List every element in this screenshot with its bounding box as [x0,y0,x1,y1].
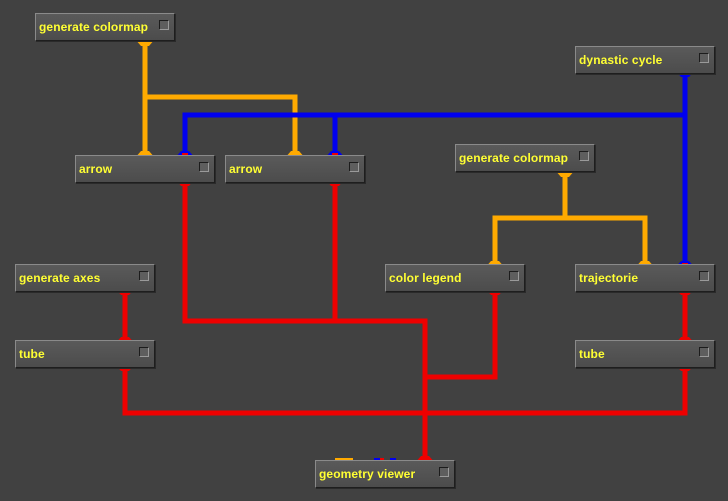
module-toggle-button[interactable] [699,271,709,281]
module-label: generate axes [19,271,101,285]
module-label: dynastic cycle [579,53,663,67]
module-arrow-1[interactable]: arrow [75,155,215,183]
module-tube-1[interactable]: tube [15,340,155,368]
module-toggle-button[interactable] [199,162,209,172]
module-geometry-viewer[interactable]: geometry viewer [315,460,455,488]
module-toggle-button[interactable] [159,20,169,30]
wire-colormap1-arrow2[interactable] [142,94,298,158]
module-toggle-button[interactable] [439,467,449,477]
field-wires [182,73,688,268]
module-toggle-button[interactable] [579,151,589,161]
module-toggle-button[interactable] [139,271,149,281]
module-arrow-2[interactable]: arrow [225,155,365,183]
module-label: tube [19,347,45,361]
module-label: trajectorie [579,271,639,285]
module-label: tube [579,347,605,361]
module-trajectorie[interactable]: trajectorie [575,264,715,292]
module-label: generate colormap [459,151,569,165]
wire-legend-viewer[interactable] [422,289,498,380]
module-color-legend[interactable]: color legend [385,264,525,292]
module-toggle-button[interactable] [349,162,359,172]
geometry-wires [122,179,688,463]
module-label: geometry viewer [319,467,416,481]
module-label: color legend [389,271,462,285]
module-tube-2[interactable]: tube [575,340,715,368]
module-label: arrow [79,162,113,176]
wire-dynastic-arrow1[interactable] [182,112,688,158]
module-generate-colormap-1[interactable]: generate colormap [35,13,175,41]
wire-tubes-viewer[interactable] [122,365,688,416]
module-toggle-button[interactable] [509,271,519,281]
wire-colormap2-legend[interactable] [492,172,568,268]
module-generate-colormap-2[interactable]: generate colormap [455,144,595,172]
wire-colormap2-trajectorie[interactable] [562,215,648,268]
module-label: generate colormap [39,20,149,34]
colormap-wires [142,41,648,268]
module-dynastic-cycle[interactable]: dynastic cycle [575,46,715,74]
module-generate-axes[interactable]: generate axes [15,264,155,292]
module-toggle-button[interactable] [699,347,709,357]
wire-arrow1-viewer[interactable] [182,179,428,324]
module-toggle-button[interactable] [699,53,709,63]
module-label: arrow [229,162,263,176]
module-toggle-button[interactable] [139,347,149,357]
